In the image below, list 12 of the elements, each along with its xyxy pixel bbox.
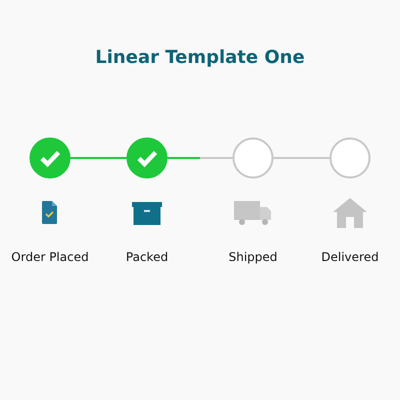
pending-step-circle xyxy=(233,138,273,178)
step-label: Shipped xyxy=(228,250,278,264)
completed-step-circle xyxy=(127,138,167,178)
step-label: Delivered xyxy=(320,250,380,264)
progress-line xyxy=(168,157,232,159)
diagram-title: Linear Template One xyxy=(94,47,306,68)
pending-step-circle xyxy=(330,138,370,178)
progress-line xyxy=(274,157,330,159)
step-label: Order Placed xyxy=(10,250,90,264)
progress-line xyxy=(70,157,126,159)
completed-step-circle xyxy=(30,138,70,178)
step-label: Packed xyxy=(124,250,170,264)
